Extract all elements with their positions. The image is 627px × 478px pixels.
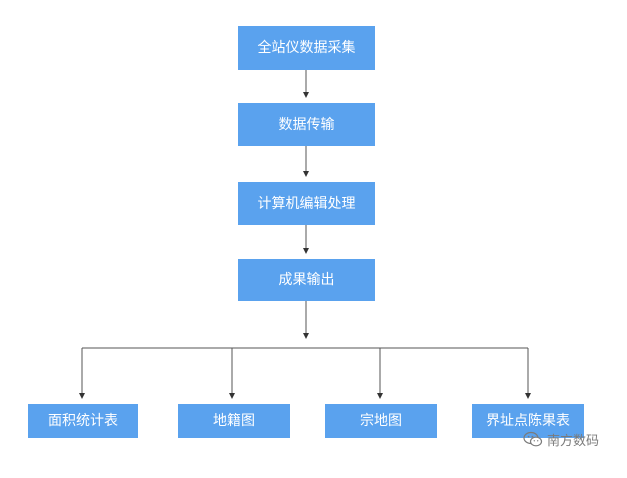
output-label: 宗地图: [360, 413, 402, 429]
output-label: 界址点陈果表: [486, 413, 570, 429]
watermark: 南方数码: [523, 430, 599, 449]
output-cadastral-map: 地籍图: [178, 404, 290, 438]
node-label: 数据传输: [278, 116, 335, 133]
output-boundary-point-table: 界址点陈果表: [472, 404, 584, 438]
node-data-transfer: 数据传输: [238, 103, 375, 146]
output-label: 面积统计表: [48, 413, 118, 429]
output-area-statistics: 面积统计表: [28, 404, 138, 438]
node-label: 全站仪数据采集: [257, 40, 356, 56]
output-parcel-map: 宗地图: [325, 404, 437, 438]
node-label: 计算机编辑处理: [257, 195, 356, 212]
node-computer-processing: 计算机编辑处理: [238, 182, 375, 225]
output-label: 地籍图: [213, 413, 255, 429]
node-data-collection: 全站仪数据采集: [238, 26, 375, 70]
watermark-text: 南方数码: [546, 434, 599, 449]
node-result-output: 成果输出: [238, 259, 375, 301]
node-label: 成果输出: [278, 272, 335, 288]
wechat-icon: [523, 431, 543, 447]
